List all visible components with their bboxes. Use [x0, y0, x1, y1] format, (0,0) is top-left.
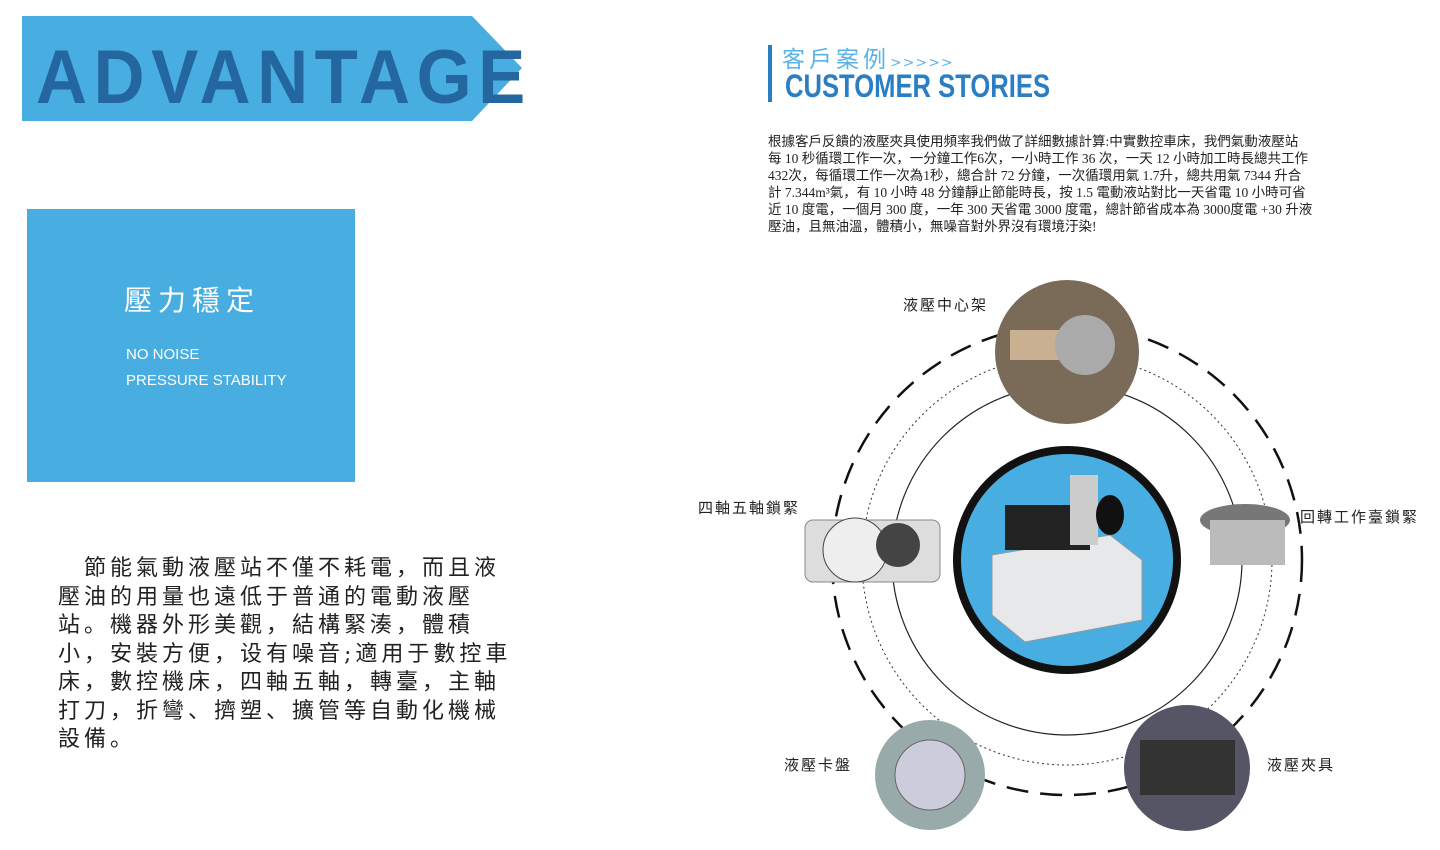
card-line-2: PRESSURE STABILITY [126, 372, 287, 389]
story-paragraph: 根據客戶反饋的液壓夾具使用頻率我們做了詳細數據計算:中實數控車床，我們氣動液壓站… [768, 133, 1312, 235]
para-line: 設備。 [58, 727, 137, 752]
application-diagram [804, 280, 1304, 831]
label-hydraulic-chuck: 液壓卡盤 [784, 756, 853, 774]
story-line: 根據客戶反饋的液壓夾具使用頻率我們做了詳細數據計算:中實數控車床，我們氣動液壓站 [768, 134, 1299, 149]
story-line: 432次，每循環工作一次為1秒，總合計 72 分鐘，一次循環用氣 1.7升，總共… [768, 168, 1302, 183]
feature-card: 壓力穩定 NO NOISE PRESSURE STABILITY [27, 209, 355, 482]
story-line: 壓油，且無油溫，體積小，無噪音對外界沒有環境汙染! [768, 219, 1097, 234]
arrows-icon: >>>>> [890, 55, 954, 71]
para-line: 站。機器外形美觀，結構緊湊，體積 [58, 613, 475, 638]
para-line: 小，安裝方便，设有噪音;適用于數控車 [58, 641, 512, 667]
hydraulic-station-image [953, 446, 1181, 674]
advantage-paragraph: 節能氣動液壓站不僅不耗電，而且液 壓油的用量也遠低于普通的電動液壓 站。機器外形… [58, 555, 511, 755]
label-rotary-table: 回轉工作臺鎖緊 [1300, 508, 1420, 526]
story-line: 每 10 秒循環工作一次，一分鐘工作6次，一小時工作 36 次，一天 12 小時… [768, 151, 1308, 166]
four-five-axis-image [804, 517, 941, 583]
customer-stories-cn: 客戶案例>>>>> [782, 40, 954, 74]
card-line-1: NO NOISE [126, 346, 200, 363]
customer-stories-title: CUSTOMER STORIES [785, 68, 1051, 104]
label-four-five-axis: 四軸五軸鎖緊 [698, 499, 801, 517]
para-line: 打刀，折彎、擠塑、擴管等自動化機械 [58, 698, 501, 724]
card-title: 壓力穩定 [124, 284, 261, 317]
center-frame-image [995, 280, 1139, 424]
advantage-banner [22, 16, 522, 121]
para-line: 床，數控機床，四軸五軸，轉臺，主軸 [58, 670, 501, 695]
cn-title: 客戶案例 [782, 47, 890, 73]
para-line: 節能氣動液壓站不僅不耗電，而且液 [58, 556, 501, 581]
advantage-title: ADVANTAGE [36, 35, 532, 120]
story-line: 近 10 度電，一個月 300 度，一年 300 天省電 3000 度電，總計節… [768, 202, 1313, 217]
para-line: 壓油的用量也遠低于普通的電動液壓 [58, 584, 475, 610]
hydraulic-chuck-image [875, 720, 985, 830]
hydraulic-fixture-image [1124, 705, 1250, 831]
label-center-frame: 液壓中心架 [903, 296, 989, 314]
header-accent-bar [768, 45, 772, 102]
story-line: 計 7.344m³氣，有 10 小時 48 分鐘靜止節能時長，按 1.5 電動液… [768, 185, 1306, 200]
label-hydraulic-fixture: 液壓夾具 [1267, 756, 1336, 774]
rotary-table-image [1200, 504, 1290, 565]
